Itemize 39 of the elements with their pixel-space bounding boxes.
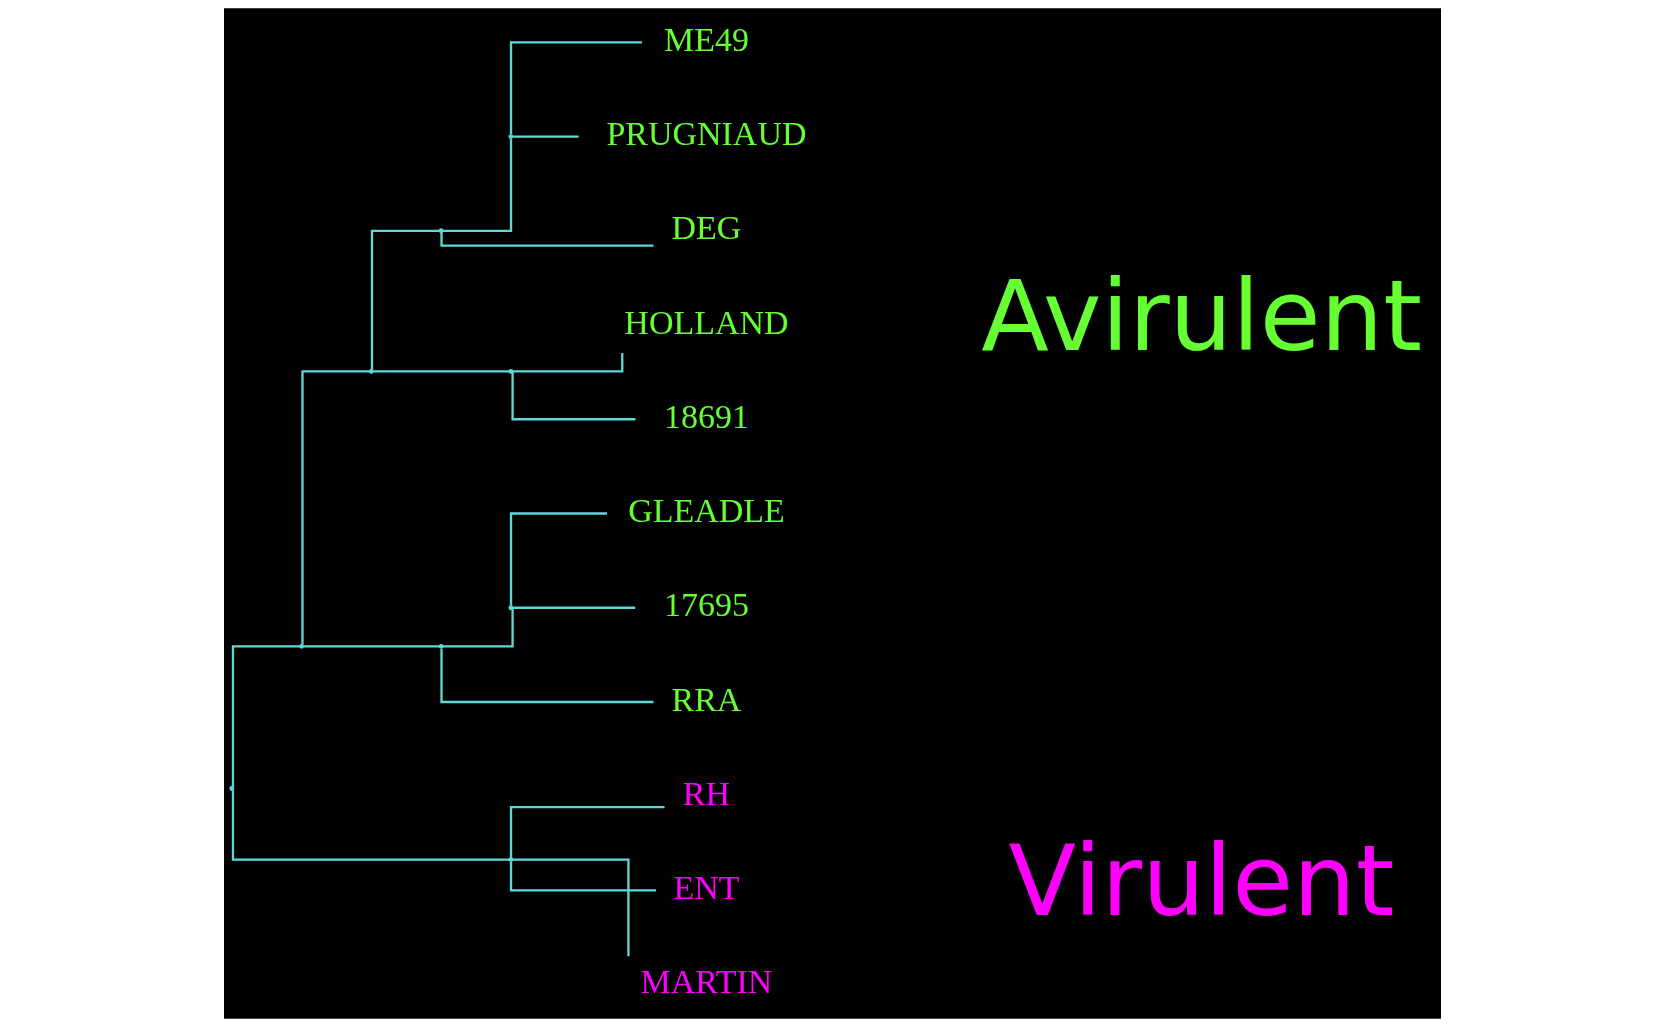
node-text: PRUGNIAUD (606, 115, 807, 153)
node-point (508, 134, 514, 139)
node-point (438, 228, 444, 234)
node-text: RRA (671, 680, 742, 718)
connector (301, 370, 370, 645)
node-point (299, 643, 305, 649)
node-text: 17695 (663, 586, 749, 624)
node-text: RH (682, 774, 731, 812)
node-text: HOLLAND (624, 303, 789, 341)
connector (370, 229, 440, 370)
connector (509, 41, 642, 135)
node-point (508, 368, 514, 374)
connector (513, 135, 579, 138)
node-point (229, 786, 235, 791)
connector (440, 648, 654, 704)
node-text: DEG (671, 209, 742, 247)
node-point (508, 605, 514, 611)
connector (509, 512, 607, 606)
node-point (368, 368, 374, 374)
connector (512, 858, 630, 957)
node-point (508, 857, 514, 862)
node-text: 18691 (663, 397, 749, 435)
connector (231, 790, 510, 861)
node-text: ENT (673, 869, 740, 907)
connector (231, 645, 300, 787)
connector (509, 805, 665, 858)
connector (373, 370, 510, 373)
connector (442, 138, 513, 232)
node-text: ME49 (663, 20, 749, 58)
label: Avirulent (981, 258, 1422, 374)
connector (440, 233, 654, 247)
node-text: GLEADLE (628, 492, 785, 530)
connector (513, 606, 636, 609)
connector (303, 645, 440, 648)
connector (511, 371, 636, 421)
label: Virulent (1008, 823, 1395, 939)
node-point (438, 643, 444, 649)
connector (509, 861, 657, 892)
node-text: MARTIN (640, 963, 773, 1001)
